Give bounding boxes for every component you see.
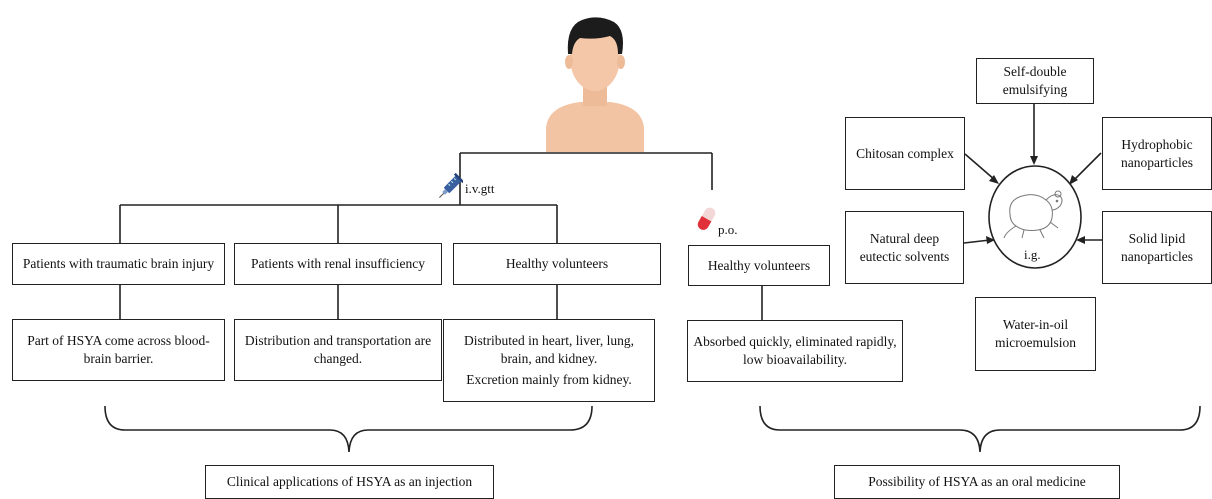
route-ivgtt-label: i.v.gtt [465,181,495,196]
group-box-healthy-volunteers-oral: Healthy volunteers [688,245,830,286]
group-title: Healthy volunteers [505,256,609,272]
formulation-text: Hydrophobic nanoparticles [1121,136,1193,170]
result-text: Absorbed quickly, eliminated rapidly, lo… [693,334,897,367]
formulation-box-chitosan-complex: Chitosan complex [845,117,965,190]
summary-text: Clinical applications of HSYA as an inje… [226,474,473,490]
formulation-text: Chitosan complex [856,145,954,161]
formulation-box-natural-deep-eutectic-solvents: Natural deep eutectic solvents [845,211,964,284]
formulation-box-hydrophobic-nanoparticles: Hydrophobic nanoparticles [1102,117,1212,190]
result-box-traumatic-brain-injury: Part of HSYA come across blood-brain bar… [12,319,225,381]
group-box-traumatic-brain-injury: Patients with traumatic brain injury [12,243,225,285]
route-po-label: p.o. [718,222,738,237]
group-title: Healthy volunteers [707,257,811,273]
result-text-2: Excretion mainly from kidney. [466,371,632,387]
summary-box-oral: Possibility of HSYA as an oral medicine [834,465,1120,499]
formulation-box-self-double-emulsifying: Self-double emulsifying [976,58,1094,104]
formulation-box-water-in-oil-microemulsion: Water-in-oil microemulsion [975,297,1096,371]
group-box-healthy-volunteers-injection: Healthy volunteers [453,243,661,285]
formulation-text: Solid lipid nanoparticles [1121,230,1193,264]
center-label-ig: i.g. [1024,247,1041,262]
result-box-healthy-volunteers-injection: Distributed in heart, liver, lung, brain… [443,319,655,402]
result-box-healthy-volunteers-oral: Absorbed quickly, eliminated rapidly, lo… [687,320,903,382]
summary-text: Possibility of HSYA as an oral medicine [868,474,1086,490]
pill-icon [697,207,716,230]
formulation-box-solid-lipid-nanoparticles: Solid lipid nanoparticles [1102,211,1212,284]
formulation-text: Water-in-oil microemulsion [995,317,1076,350]
rat-icon [1003,190,1063,239]
syringe-icon [439,172,463,198]
formulation-text: Natural deep eutectic solvents [859,230,950,264]
group-title: Patients with renal insufficiency [250,256,426,272]
result-text: Part of HSYA come across blood-brain bar… [27,333,210,366]
summary-box-injection: Clinical applications of HSYA as an inje… [205,465,494,499]
formulation-text: Self-double emulsifying [1002,64,1068,97]
group-title: Patients with traumatic brain injury [22,256,215,272]
person-icon [546,17,644,152]
group-box-renal-insufficiency: Patients with renal insufficiency [234,243,442,285]
result-text: Distributed in heart, liver, lung, brain… [463,333,635,367]
result-box-renal-insufficiency: Distribution and transportation are chan… [234,319,442,381]
result-text: Distribution and transportation are chan… [244,333,432,366]
